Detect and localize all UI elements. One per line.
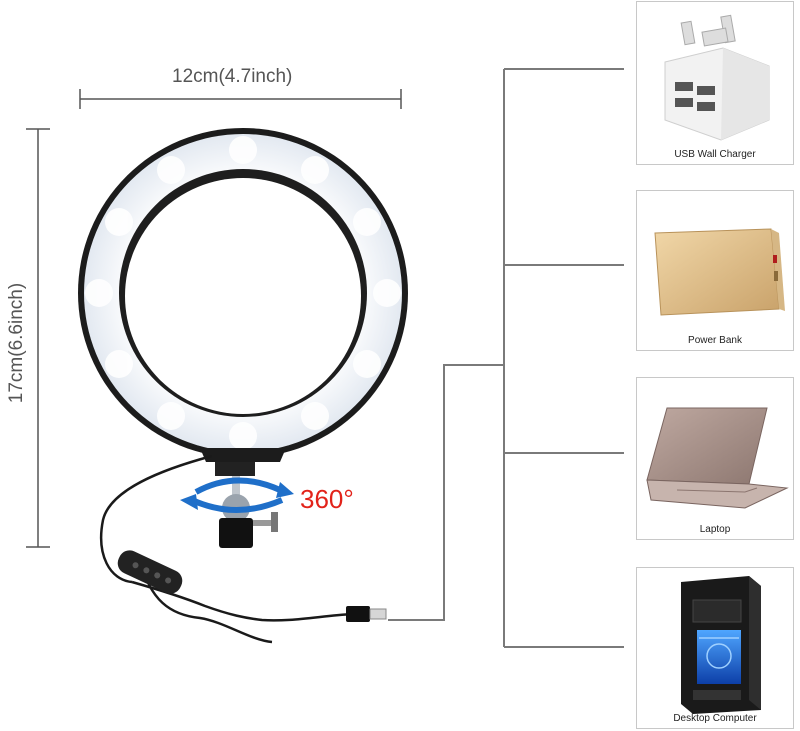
inline-switch [117, 550, 183, 594]
device-label: Desktop Computer [673, 713, 757, 724]
rotation-degree-label: 360° [300, 484, 354, 514]
rotation-arrow-icon [180, 477, 294, 513]
usb-wall-charger-icon [664, 14, 770, 141]
device-label: USB Wall Charger [674, 149, 756, 160]
device-card-power-bank: Power Bank [636, 190, 794, 351]
usb-cable [99, 454, 353, 644]
desktop-computer-icon [681, 576, 761, 714]
device-card-usb-wall-charger: USB Wall Charger [636, 1, 794, 165]
device-card-desktop-computer: Desktop Computer [636, 567, 794, 729]
height-dimension-label: 17cm(6.6inch) [6, 282, 27, 404]
connection-lines [388, 68, 624, 648]
height-dimension-line [26, 128, 50, 548]
width-dimension-line [79, 89, 402, 109]
power-bank-icon [654, 228, 785, 316]
device-card-laptop: Laptop [636, 377, 794, 540]
usb-plug [346, 606, 387, 622]
width-dimension-label: 12cm(4.7inch) [172, 66, 293, 87]
device-label: Laptop [699, 524, 731, 535]
laptop-icon [646, 407, 789, 509]
ring-light [78, 128, 408, 462]
device-label: Power Bank [688, 335, 742, 346]
